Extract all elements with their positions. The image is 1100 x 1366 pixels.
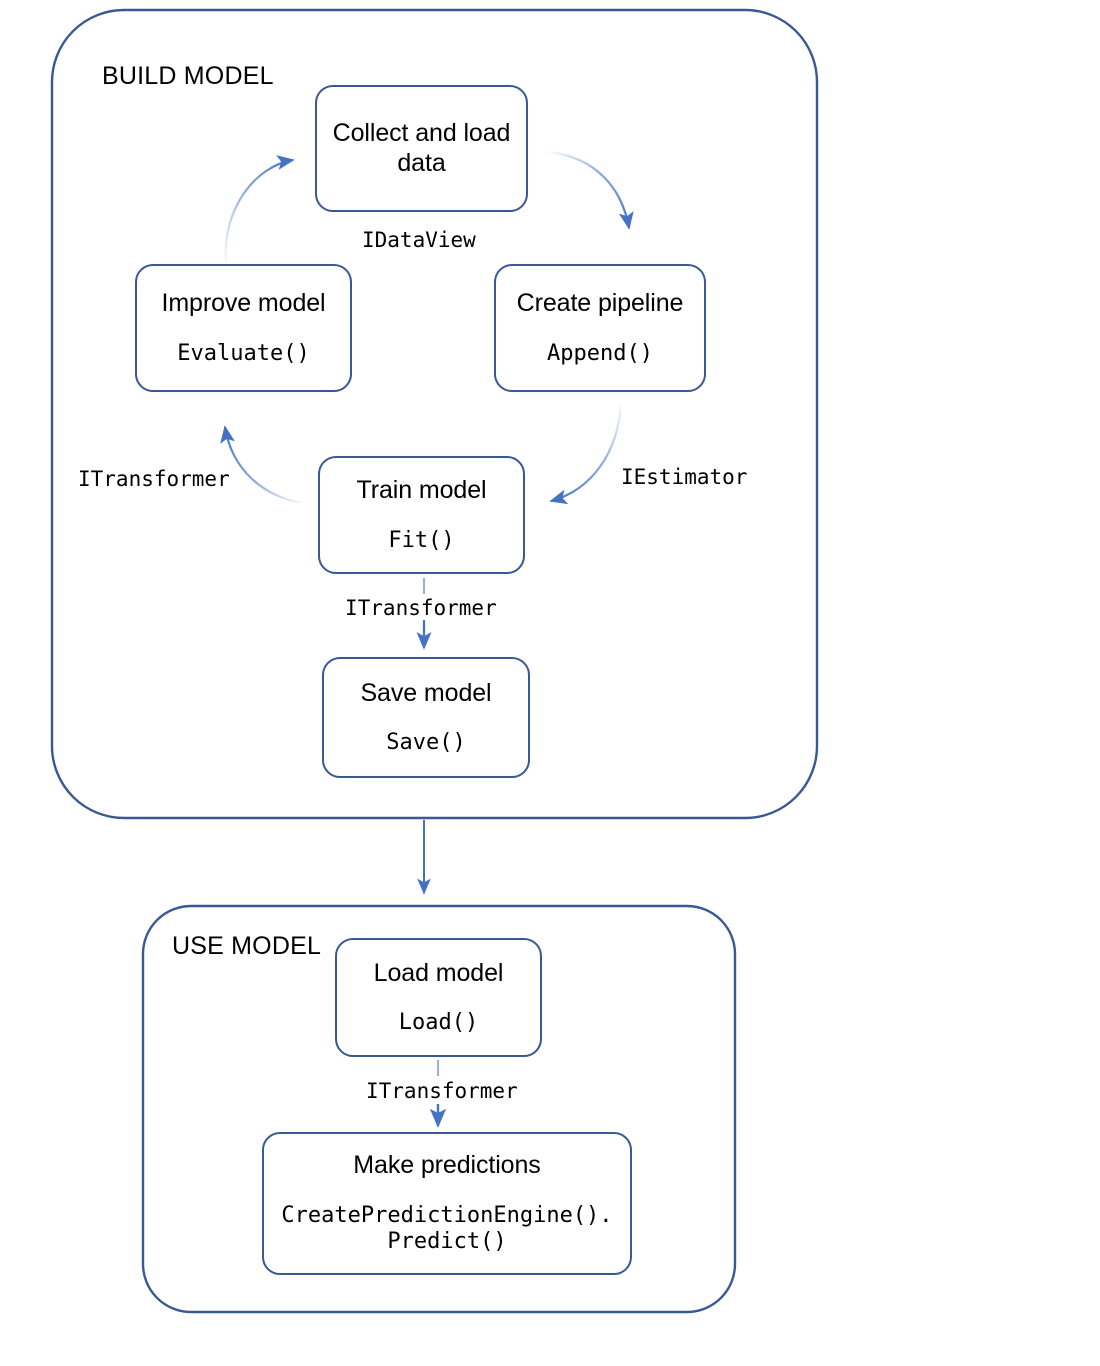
node-train-model-title: Train model	[356, 476, 487, 505]
node-improve-model-title: Improve model	[161, 289, 326, 318]
node-improve-model[interactable]: Improve model Evaluate()	[135, 264, 352, 392]
edge-label-idataview: IDataView	[362, 228, 476, 252]
edge-label-itransformer-improve: ITransformer	[78, 467, 230, 491]
arrow-pipeline-to-train	[549, 403, 623, 505]
node-create-pipeline-api: Append()	[547, 340, 653, 366]
node-create-pipeline-title: Create pipeline	[516, 289, 684, 318]
node-improve-model-api: Evaluate()	[177, 340, 310, 366]
node-make-predictions[interactable]: Make predictions CreatePredictionEngine(…	[262, 1132, 632, 1275]
node-collect-and-load-data-title: Collect and load data	[332, 119, 511, 177]
node-save-model-api: Save()	[386, 730, 466, 756]
edge-label-itransformer-save: ITransformer	[345, 596, 497, 620]
node-make-predictions-title: Make predictions	[353, 1151, 541, 1180]
build-model-container-label: BUILD MODEL	[102, 62, 274, 90]
node-load-model-api: Load()	[398, 1010, 479, 1036]
edge-label-itransformer-predict: ITransformer	[366, 1079, 518, 1103]
node-save-model-title: Save model	[360, 678, 492, 707]
arrow-collect-to-pipeline	[549, 150, 634, 230]
arrow-train-to-improve	[220, 425, 303, 505]
node-make-predictions-api: CreatePredictionEngine(). Predict()	[281, 1202, 613, 1255]
node-load-model-title: Load model	[373, 958, 504, 987]
edge-label-iestimator: IEstimator	[621, 465, 748, 489]
node-train-model-api: Fit()	[388, 527, 455, 553]
node-load-model[interactable]: Load model Load()	[335, 938, 542, 1057]
node-create-pipeline[interactable]: Create pipeline Append()	[494, 264, 706, 392]
use-model-container-label: USE MODEL	[172, 932, 322, 960]
arrow-improve-to-collect	[224, 155, 295, 263]
node-train-model[interactable]: Train model Fit()	[318, 456, 525, 574]
node-collect-and-load-data[interactable]: Collect and load data	[315, 85, 528, 212]
node-save-model[interactable]: Save model Save()	[322, 657, 530, 778]
